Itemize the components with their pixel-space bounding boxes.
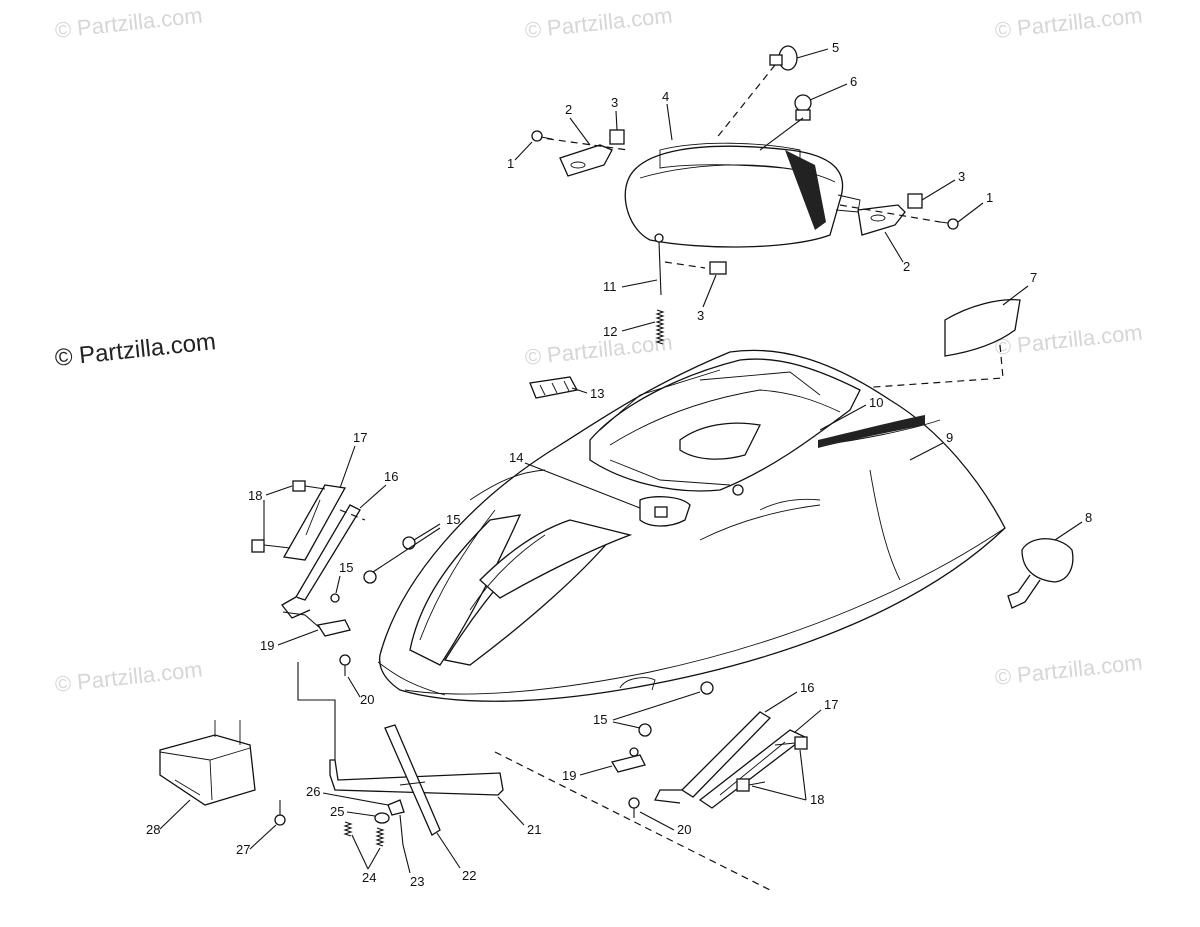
callout-3: 3: [958, 169, 965, 184]
hook: [387, 799, 405, 816]
lower-latch: [610, 754, 646, 773]
screw: [531, 130, 553, 142]
callout-14: 14: [509, 450, 523, 465]
bolt: [292, 480, 326, 492]
callout-3: 3: [697, 308, 704, 323]
callout-26: 26: [306, 784, 320, 799]
headlight-housing: [624, 142, 861, 248]
callout-27: 27: [236, 842, 250, 857]
callout-22: 22: [462, 868, 476, 883]
hood: [377, 349, 1006, 702]
callout-2: 2: [903, 259, 910, 274]
callout-4: 4: [662, 89, 669, 104]
callout-10: 10: [869, 395, 883, 410]
callout-13: 13: [590, 386, 604, 401]
front-deflector: [159, 720, 256, 806]
left-bracket-plate: [282, 484, 347, 561]
spring: [343, 821, 353, 837]
mounting-bracket: [839, 204, 941, 236]
nut: [700, 681, 714, 695]
speed-nut: [609, 129, 625, 145]
callouts: 1 2 3 4 5 6 3 1 2 7 11 3 12 13 10 9 14 8: [146, 40, 1092, 889]
callout-17: 17: [353, 430, 367, 445]
washer: [330, 593, 340, 603]
lower-latch: [282, 611, 351, 637]
bolt: [736, 778, 766, 792]
callout-23: 23: [410, 874, 424, 889]
headlight-bulb: [714, 45, 798, 141]
callout-19: 19: [260, 638, 274, 653]
callout-18: 18: [248, 488, 262, 503]
callout-24: 24: [362, 870, 376, 885]
callout-11: 11: [603, 279, 617, 294]
callout-19: 19: [562, 768, 576, 783]
callout-12: 12: [603, 324, 617, 339]
callout-16: 16: [384, 469, 398, 484]
callout-2: 2: [565, 102, 572, 117]
screw: [339, 654, 351, 676]
callout-17: 17: [824, 697, 838, 712]
callout-28: 28: [146, 822, 160, 837]
nut: [363, 570, 377, 584]
washer: [629, 747, 639, 757]
long-screw: [654, 233, 706, 296]
callout-15: 15: [339, 560, 353, 575]
callout-1: 1: [507, 156, 514, 171]
callout-15: 15: [446, 512, 460, 527]
right-bracket-strap: [654, 711, 772, 804]
callout-21: 21: [527, 822, 541, 837]
callout-20: 20: [677, 822, 691, 837]
callout-18: 18: [810, 792, 824, 807]
screw: [939, 218, 959, 230]
nut: [402, 536, 416, 550]
bulb-socket: [759, 94, 812, 151]
o-ring: [374, 812, 390, 824]
bolt: [251, 539, 291, 553]
callout-16: 16: [800, 680, 814, 695]
callout-6: 6: [850, 74, 857, 89]
callout-5: 5: [832, 40, 839, 55]
mirror: [1007, 538, 1074, 609]
spring: [375, 827, 385, 847]
callout-3: 3: [611, 95, 618, 110]
callout-9: 9: [946, 430, 953, 445]
nut: [638, 723, 652, 737]
callout-25: 25: [330, 804, 344, 819]
callout-20: 20: [360, 692, 374, 707]
speed-nut: [907, 193, 923, 209]
callout-8: 8: [1085, 510, 1092, 525]
bolt: [774, 736, 808, 750]
screw: [628, 797, 640, 818]
screw: [274, 800, 286, 826]
speed-nut: [709, 261, 727, 275]
callout-1: 1: [986, 190, 993, 205]
cross-brace: [297, 662, 771, 891]
pin: [399, 814, 404, 846]
hood-handle: [529, 376, 578, 399]
callout-15: 15: [593, 712, 607, 727]
spring: [655, 309, 665, 345]
callout-7: 7: [1030, 270, 1037, 285]
